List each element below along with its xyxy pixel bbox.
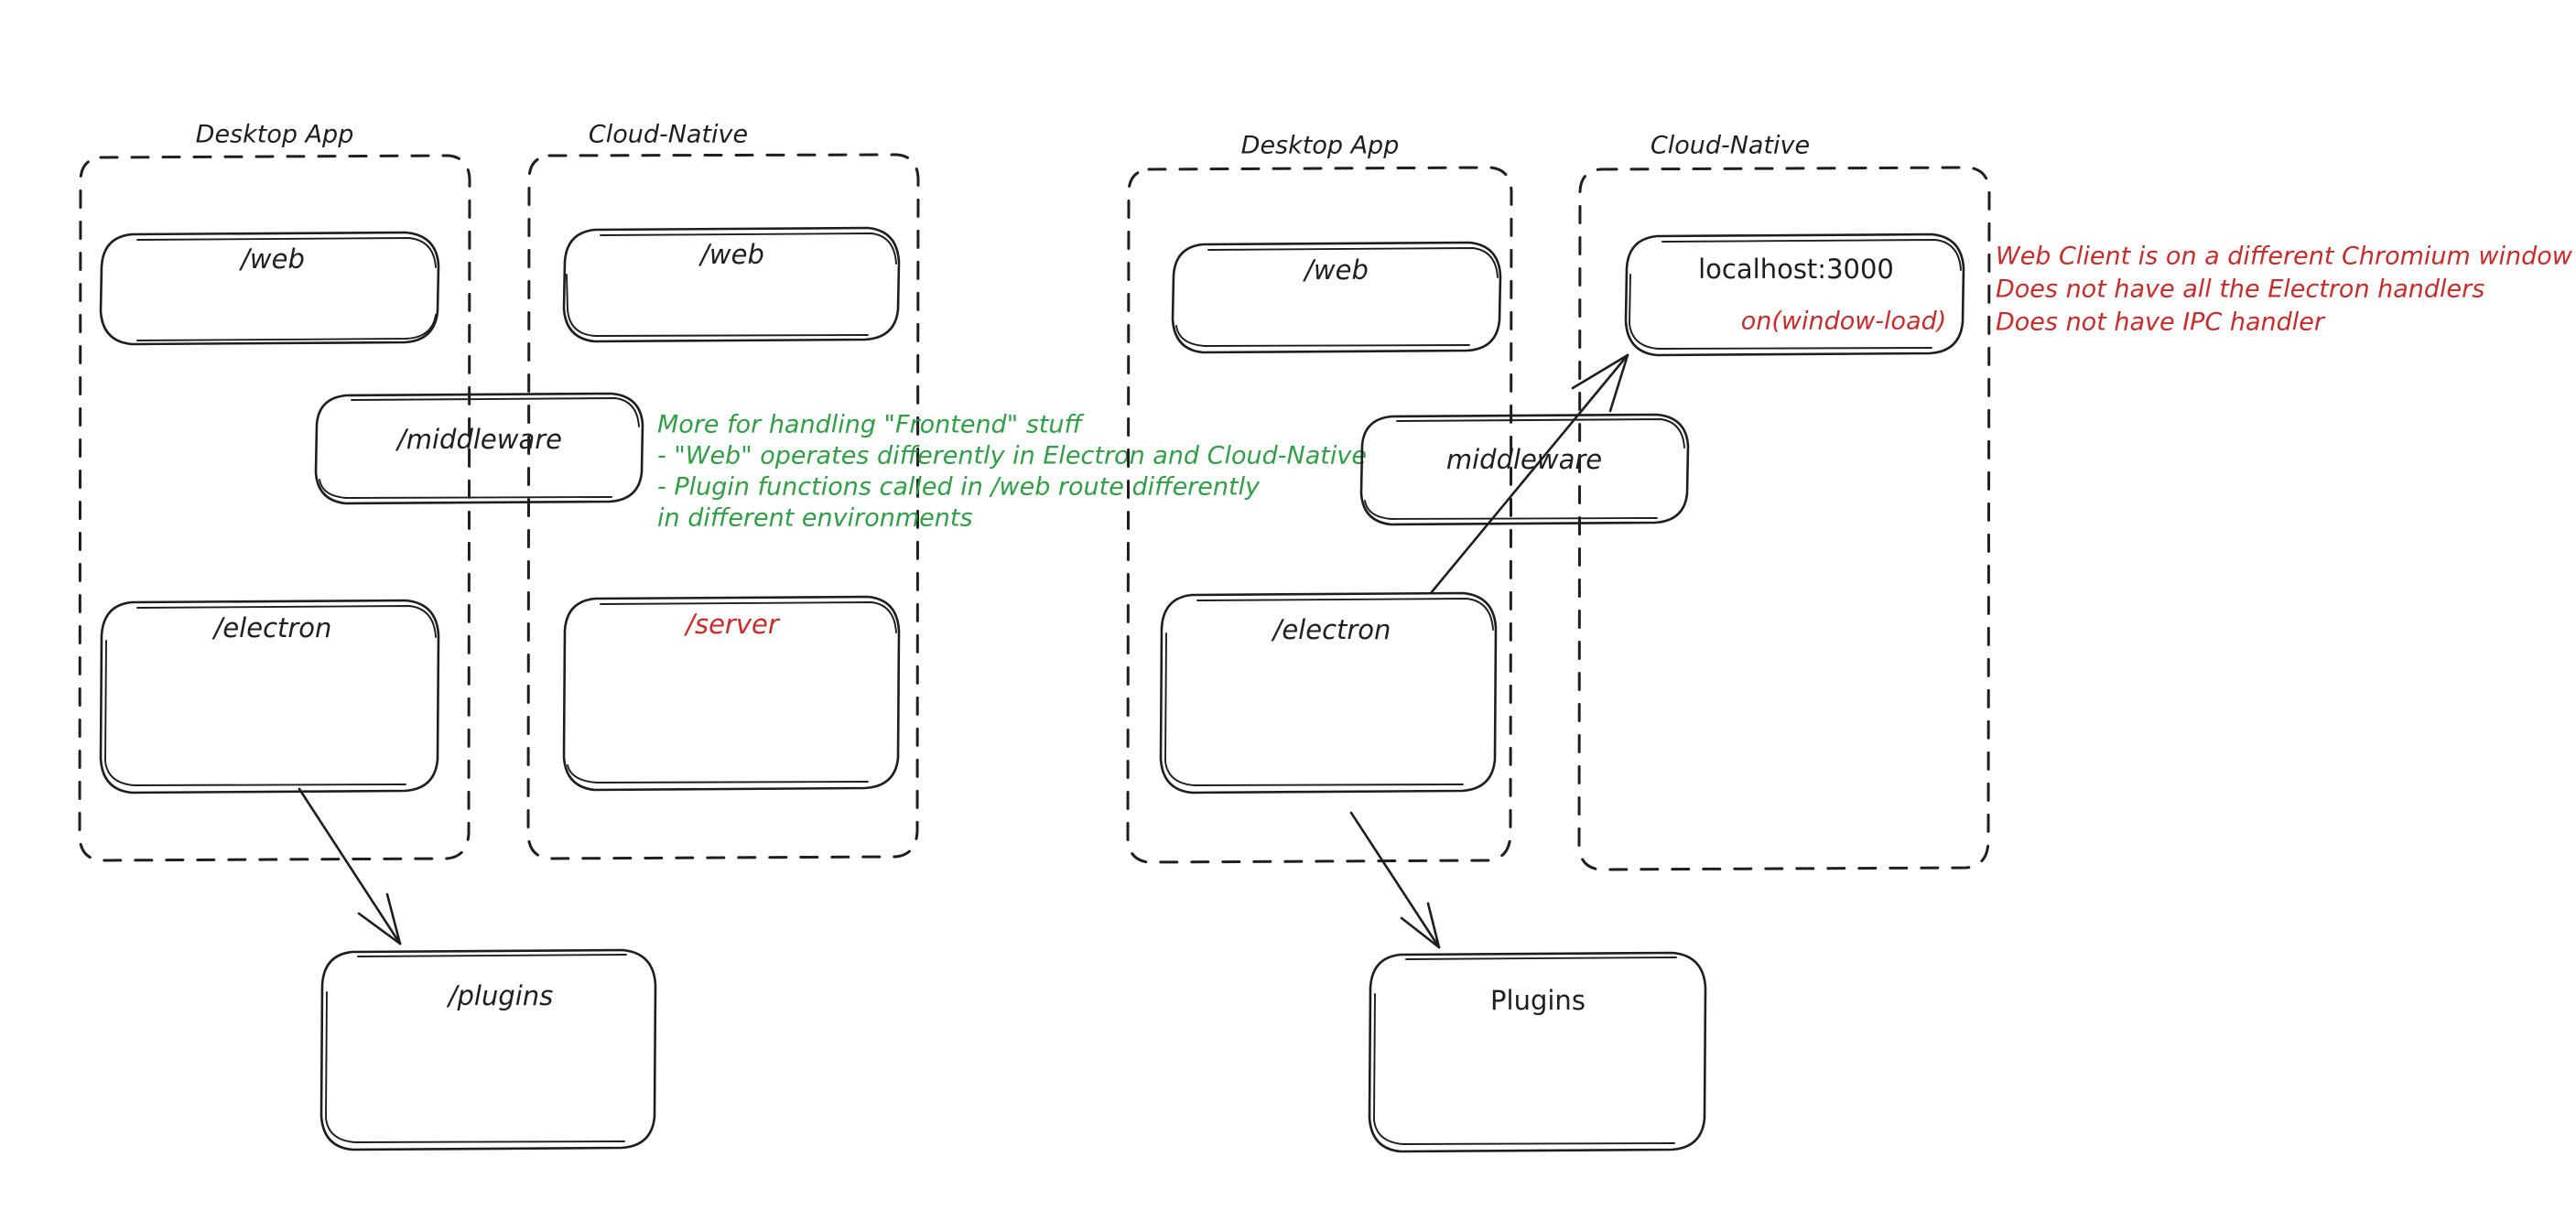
- green-note-line-4: in different environments: [657, 504, 973, 533]
- green-note-line-2: - "Web" operates differently in Electron…: [657, 442, 1367, 470]
- green-note: More for handling "Frontend" stuff - "We…: [657, 411, 1367, 533]
- left-desktop-app-frame: [78, 154, 471, 862]
- left-group-cloud-native[interactable]: Cloud-Native: [526, 121, 920, 860]
- right-desktop-app-title: Desktop App: [1241, 132, 1400, 160]
- left-node-electron[interactable]: /electron: [99, 599, 440, 794]
- right-node-middleware[interactable]: middleware: [1359, 413, 1690, 526]
- red-note-line-2: Does not have all the Electron handlers: [1996, 276, 2484, 304]
- red-note-line-3: Does not have IPC handler: [1996, 308, 2326, 337]
- left-node-desktop-web[interactable]: /web: [99, 231, 440, 346]
- right-node-localhost[interactable]: localhost:3000 on(window-load): [1624, 232, 1965, 357]
- right-group-cloud-native[interactable]: Cloud-Native: [1577, 132, 1991, 871]
- green-note-line-3: - Plugin functions called in /web route …: [657, 473, 1261, 502]
- left-desktop-app-title: Desktop App: [196, 121, 354, 149]
- left-node-cloud-web[interactable]: /web: [562, 226, 901, 343]
- right-cloud-native-frame: [1577, 166, 1991, 871]
- green-note-line-1: More for handling "Frontend" stuff: [657, 411, 1084, 439]
- right-arrow-electron-to-localhost: [1429, 353, 1629, 595]
- right-cloud-native-title: Cloud-Native: [1651, 132, 1810, 160]
- left-cloud-native-frame: [526, 153, 920, 860]
- right-middleware-label: middleware: [1446, 444, 1602, 475]
- right-group-desktop-app[interactable]: Desktop App: [1126, 132, 1513, 864]
- left-cloud-web-label: /web: [698, 239, 764, 270]
- left-desktop-web-label: /web: [238, 243, 305, 275]
- left-node-plugins[interactable]: /plugins: [319, 948, 657, 1151]
- left-node-middleware[interactable]: /middleware: [314, 392, 644, 505]
- right-node-plugins[interactable]: Plugins: [1368, 951, 1707, 1153]
- red-note: Web Client is on a different Chromium wi…: [1996, 243, 2573, 337]
- left-electron-label: /electron: [211, 612, 332, 643]
- right-desktop-web-label: /web: [1302, 254, 1369, 286]
- right-electron-label: /electron: [1271, 614, 1391, 645]
- right-node-desktop-web[interactable]: /web: [1171, 241, 1502, 354]
- left-node-server[interactable]: /server: [562, 595, 901, 792]
- left-cloud-native-title: Cloud-Native: [589, 121, 748, 149]
- red-note-line-1: Web Client is on a different Chromium wi…: [1996, 243, 2573, 271]
- right-localhost-sublabel: on(window-load): [1741, 308, 1947, 336]
- left-arrow-electron-to-plugins: [298, 787, 402, 946]
- left-plugins-label: /plugins: [446, 980, 554, 1011]
- left-middleware-label: /middleware: [395, 424, 562, 455]
- right-plugins-label: Plugins: [1490, 985, 1586, 1016]
- right-desktop-app-frame: [1126, 166, 1513, 864]
- right-arrow-electron-to-plugins: [1349, 811, 1441, 949]
- right-node-electron[interactable]: /electron: [1159, 591, 1498, 794]
- left-group-desktop-app[interactable]: Desktop App: [78, 121, 471, 862]
- left-server-label: /server: [683, 609, 781, 640]
- right-localhost-label: localhost:3000: [1698, 254, 1894, 285]
